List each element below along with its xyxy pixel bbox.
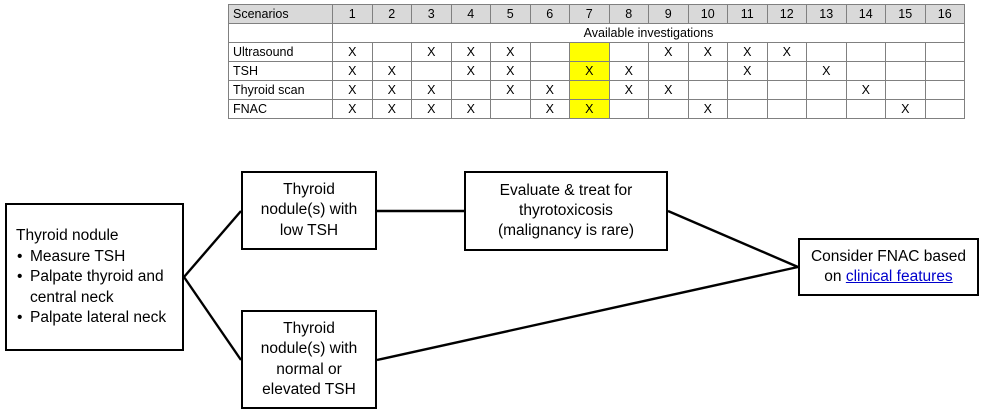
cell-ultrasound-9: X xyxy=(648,42,689,62)
node-consider-line2: on clinical features xyxy=(811,267,966,287)
cell-thyroid-scan-15 xyxy=(885,80,926,100)
cell-tsh-1: X xyxy=(332,61,373,81)
scenario-header-3: 3 xyxy=(411,4,452,24)
connector-normal-tsh-to-consider xyxy=(376,265,799,362)
node-thyroid-nodule[interactable]: Thyroid nodule Measure TSH Palpate thyro… xyxy=(5,203,184,351)
table-row-tsh: TSH X X X X X X X X xyxy=(228,61,965,81)
cell-ultrasound-10: X xyxy=(687,42,728,62)
cell-tsh-12 xyxy=(766,61,807,81)
cell-ultrasound-2 xyxy=(371,42,412,62)
node-evaluate-treat[interactable]: Evaluate & treat for thyrotoxicosis (mal… xyxy=(464,171,668,251)
cell-fnac-1: X xyxy=(332,99,373,119)
scenario-header-8: 8 xyxy=(608,4,649,24)
clinical-features-link[interactable]: clinical features xyxy=(845,268,953,285)
cell-tsh-14 xyxy=(845,61,886,81)
cell-thyroid-scan-1: X xyxy=(332,80,373,100)
cell-fnac-5 xyxy=(490,99,531,119)
cell-fnac-3: X xyxy=(411,99,452,119)
cell-fnac-16 xyxy=(924,99,965,119)
row-label-thyroid-scan: Thyroid scan xyxy=(228,80,333,100)
scenario-header-1: 1 xyxy=(332,4,373,24)
cell-thyroid-scan-16 xyxy=(924,80,965,100)
cell-ultrasound-4: X xyxy=(450,42,491,62)
node-consider-line1: Consider FNAC based xyxy=(810,247,967,265)
node-normal-tsh-line4: elevated TSH xyxy=(262,380,356,398)
scenario-header-15: 15 xyxy=(885,4,926,24)
cell-fnac-14 xyxy=(845,99,886,119)
node-consider-fnac[interactable]: Consider FNAC based on clinical features xyxy=(798,238,979,296)
cell-ultrasound-11: X xyxy=(727,42,768,62)
connector-nodule-to-normal-tsh xyxy=(183,276,242,361)
scenario-table-container: Scenarios 1 2 3 4 5 6 7 8 9 10 11 12 13 … xyxy=(228,4,965,119)
cell-fnac-7: X xyxy=(569,99,610,119)
bullet-palpate-lateral: Palpate lateral neck xyxy=(16,308,176,328)
cell-ultrasound-5: X xyxy=(490,42,531,62)
row-label-tsh: TSH xyxy=(228,61,333,81)
node-normal-tsh-line3: normal or xyxy=(276,360,342,378)
node-evaluate-line1: Evaluate & treat for xyxy=(499,181,633,199)
cell-thyroid-scan-5: X xyxy=(490,80,531,100)
cell-tsh-16 xyxy=(924,61,965,81)
node-evaluate-line3: (malignancy is rare) xyxy=(497,222,635,240)
cell-ultrasound-14 xyxy=(845,42,886,62)
table-row-thyroid-scan: Thyroid scan X X X X X X X X xyxy=(228,80,965,100)
node-thyroid-nodule-bullet-list: Measure TSH Palpate thyroid and central … xyxy=(16,247,176,328)
table-header-row: Scenarios 1 2 3 4 5 6 7 8 9 10 11 12 13 … xyxy=(228,4,965,24)
cell-fnac-11 xyxy=(727,99,768,119)
cell-tsh-3 xyxy=(411,61,452,81)
scenario-header-9: 9 xyxy=(648,4,689,24)
bullet-palpate-thyroid: Palpate thyroid and central neck xyxy=(16,267,176,307)
cell-fnac-2: X xyxy=(371,99,412,119)
cell-tsh-2: X xyxy=(371,61,412,81)
bullet-measure-tsh: Measure TSH xyxy=(16,247,176,267)
scenario-investigations-table: Scenarios 1 2 3 4 5 6 7 8 9 10 11 12 13 … xyxy=(228,4,965,119)
cell-thyroid-scan-3: X xyxy=(411,80,452,100)
cell-fnac-15: X xyxy=(885,99,926,119)
cell-fnac-4: X xyxy=(450,99,491,119)
node-low-tsh[interactable]: Thyroid nodule(s) with low TSH xyxy=(241,171,377,250)
node-low-tsh-line2: nodule(s) with xyxy=(260,201,358,219)
node-thyroid-nodule-title: Thyroid nodule xyxy=(16,227,119,245)
connector-evaluate-to-consider xyxy=(667,209,799,269)
scenario-header-4: 4 xyxy=(450,4,491,24)
scenario-header-10: 10 xyxy=(687,4,728,24)
connector-nodule-to-low-tsh xyxy=(183,210,242,278)
table-row-fnac: FNAC X X X X X X X X xyxy=(228,99,965,119)
cell-tsh-5: X xyxy=(490,61,531,81)
cell-tsh-9 xyxy=(648,61,689,81)
cell-ultrasound-7 xyxy=(569,42,610,62)
cell-thyroid-scan-12 xyxy=(766,80,807,100)
cell-tsh-13: X xyxy=(806,61,847,81)
row-label-fnac: FNAC xyxy=(228,99,333,119)
node-low-tsh-line3: low TSH xyxy=(279,221,339,239)
cell-fnac-13 xyxy=(806,99,847,119)
cell-ultrasound-16 xyxy=(924,42,965,62)
node-normal-tsh-line1: Thyroid xyxy=(283,320,335,338)
table-row-ultrasound: Ultrasound X X X X X X X X xyxy=(228,42,965,62)
cell-ultrasound-3: X xyxy=(411,42,452,62)
table-corner-header: Scenarios xyxy=(228,4,333,24)
node-normal-tsh-line2: nodule(s) with xyxy=(260,340,358,358)
cell-fnac-8 xyxy=(608,99,649,119)
cell-fnac-10: X xyxy=(687,99,728,119)
cell-thyroid-scan-13 xyxy=(806,80,847,100)
cell-fnac-12 xyxy=(766,99,807,119)
node-consider-line2-prefix: on xyxy=(824,268,846,285)
node-low-tsh-line1: Thyroid xyxy=(283,181,335,199)
scenario-header-12: 12 xyxy=(766,4,807,24)
node-evaluate-line2: thyrotoxicosis xyxy=(519,201,613,219)
row-label-ultrasound: Ultrasound xyxy=(228,42,333,62)
node-normal-elevated-tsh[interactable]: Thyroid nodule(s) with normal or elevate… xyxy=(241,310,377,409)
cell-thyroid-scan-8: X xyxy=(608,80,649,100)
cell-fnac-9 xyxy=(648,99,689,119)
cell-ultrasound-1: X xyxy=(332,42,373,62)
cell-tsh-10 xyxy=(687,61,728,81)
cell-tsh-8: X xyxy=(608,61,649,81)
